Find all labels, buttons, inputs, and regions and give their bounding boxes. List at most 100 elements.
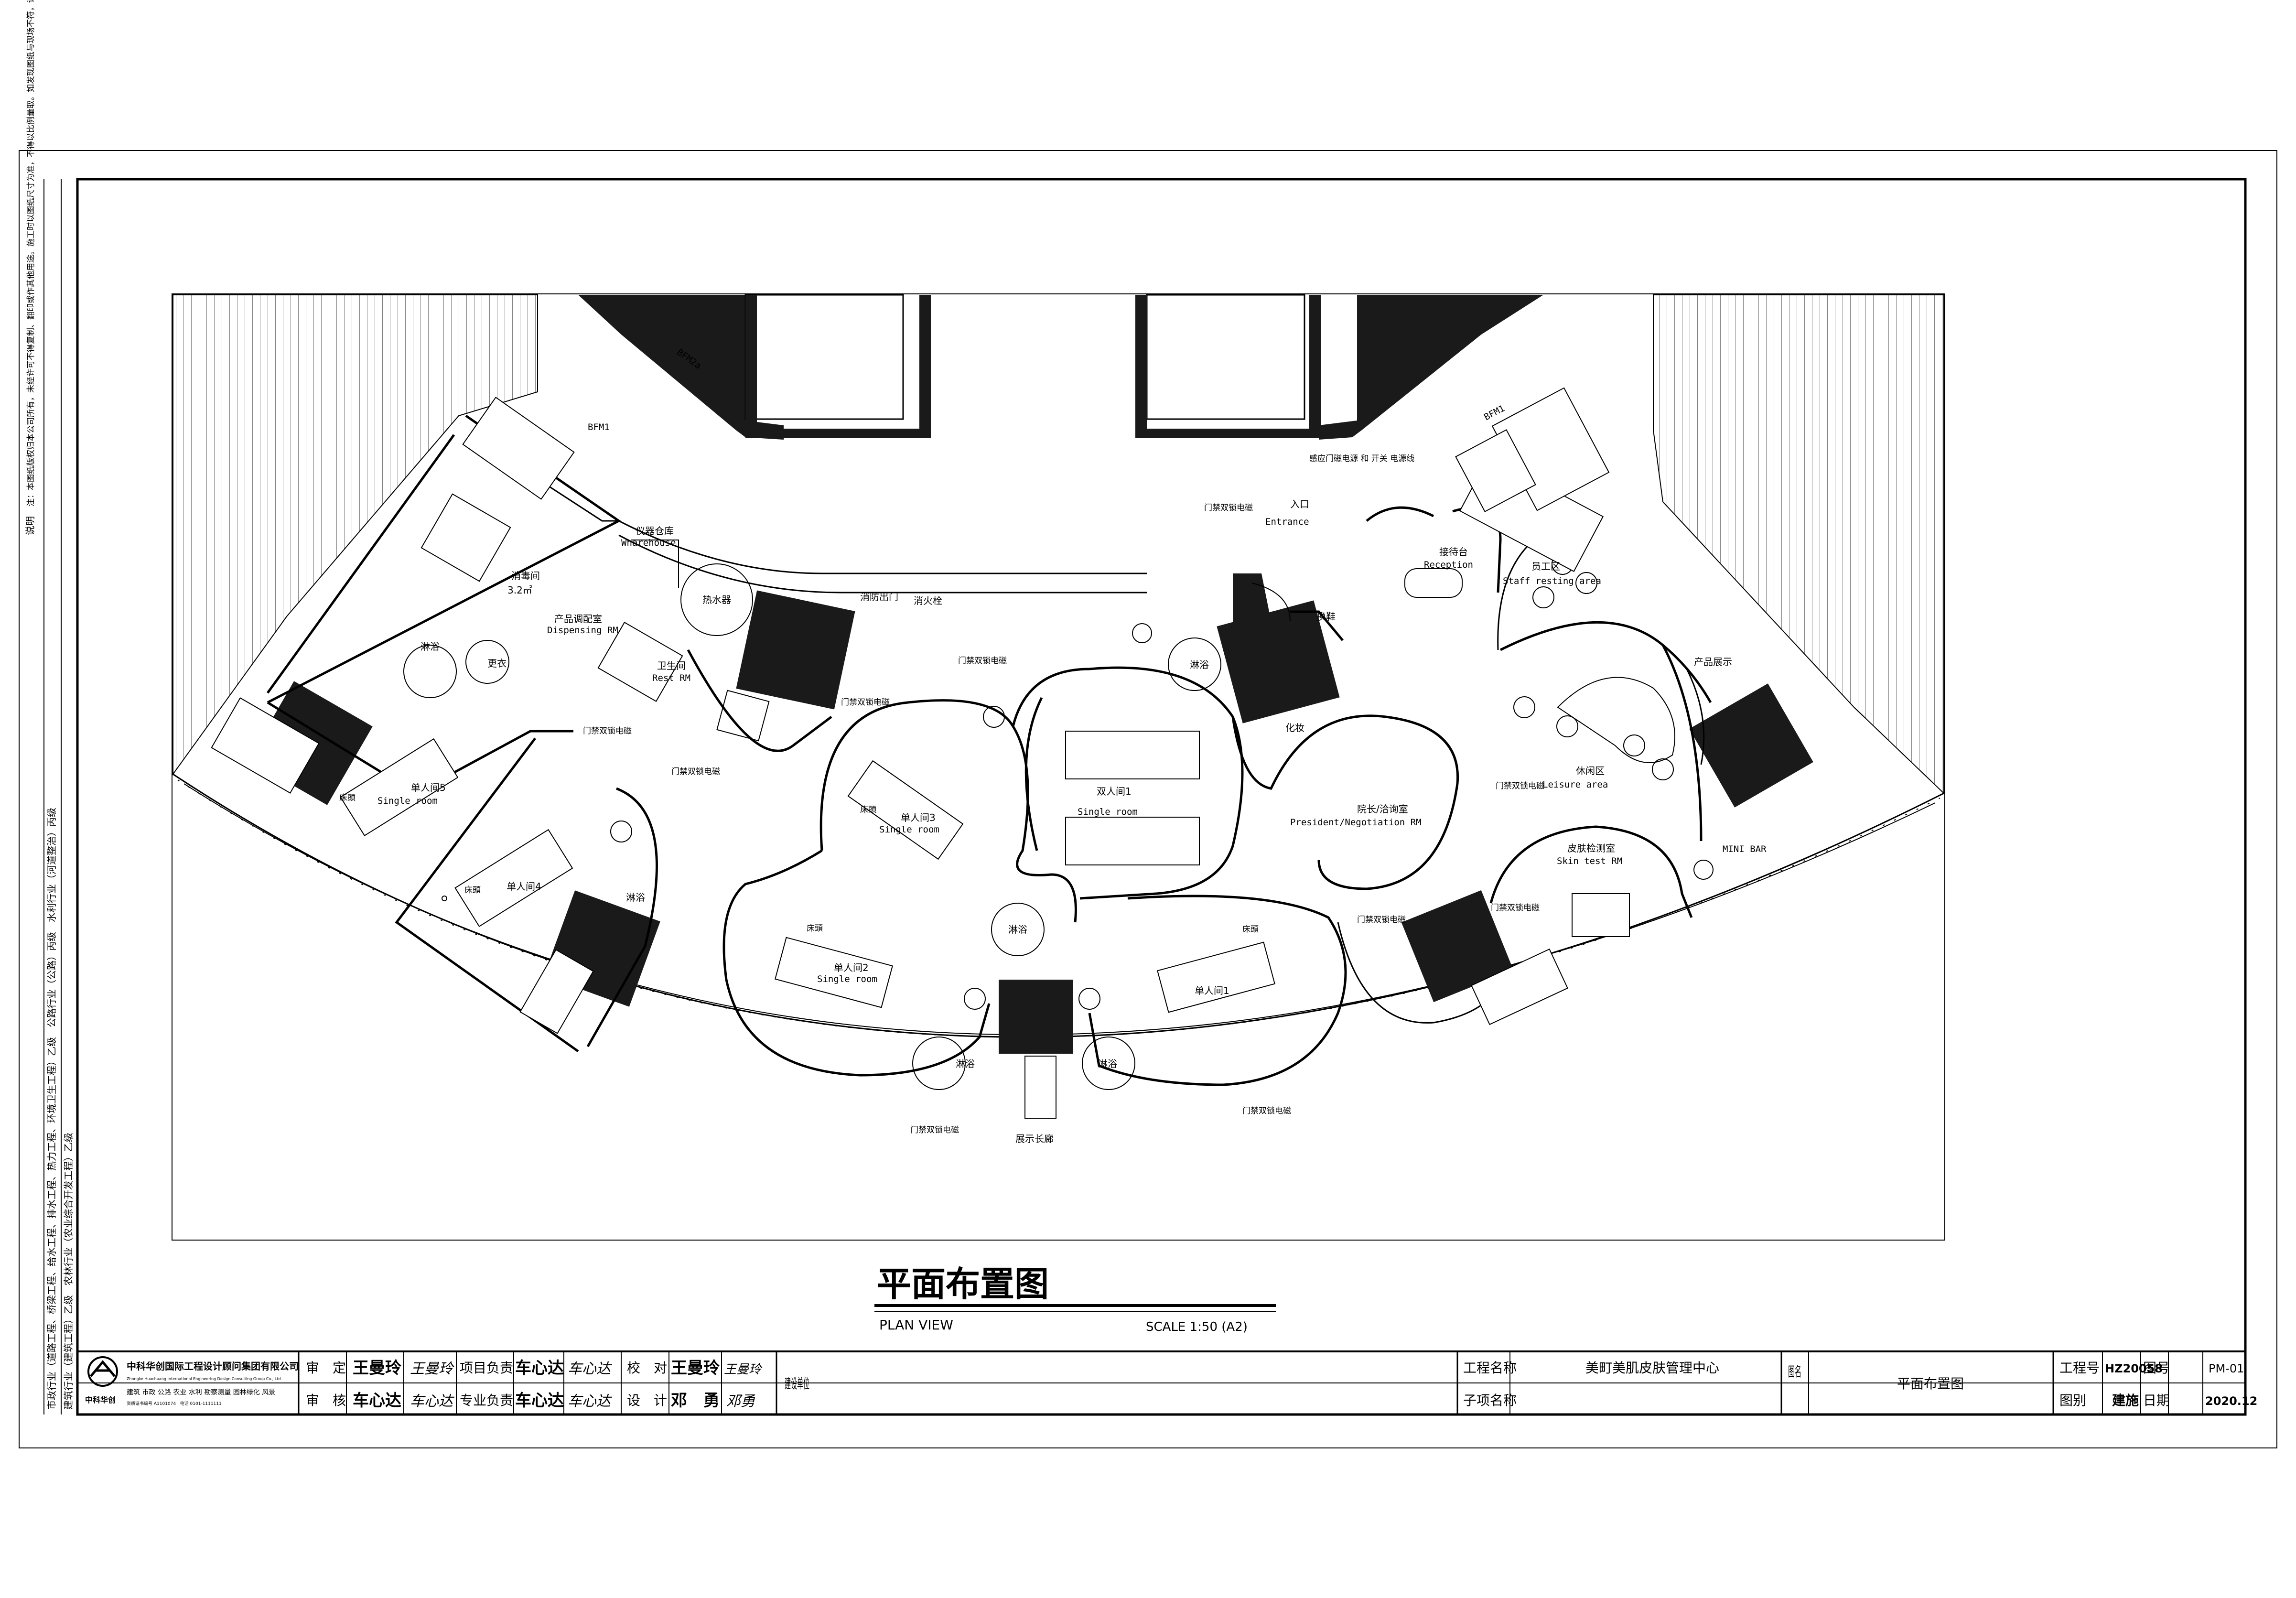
label-shower-e: 淋浴 [956,1058,975,1069]
note-door-4: 门禁双锁电磁 [958,656,1007,666]
company-contact: 资质证书编号 A1101074 · 电话 0101-1111111 [127,1401,222,1406]
label-bed-tag-1: 床頭 [339,793,356,803]
label-product-display: 产品展示 [1694,656,1732,668]
company-logo: 中科华创 [85,1356,118,1404]
label-shower-f: 淋浴 [1098,1058,1117,1069]
label-dressing: 更衣 [487,658,507,669]
core-left-stair [744,294,904,420]
label-bfm1-right: BFM1 [1482,403,1507,423]
label-single3-cn: 单人间3 [901,812,936,823]
hatch-zone-right [1653,294,1944,795]
label-makeup: 化妆 [1285,722,1304,734]
label-skin-cn: 皮肤检测室 [1567,842,1615,854]
role-check: 校 对 [627,1360,667,1376]
side-note-qualification: 市政行业（道路工程、桥梁工程、给水工程、排水工程、热力工程、环境卫生工程）乙级 … [46,808,57,1410]
sheet-inner-frame [76,178,2247,1416]
label-reception-en: Reception [1424,560,1473,570]
label-bed-tag-3: 床頭 [860,805,876,815]
door-notes: 感应门磁电源 和 开关 电源线 门禁双锁电磁 门禁双锁电磁 门禁双锁电磁 门禁双… [583,454,1544,1135]
sheet-outer-frame [19,150,2277,1448]
drawing-name-label: 图名 [1788,1364,1801,1380]
label-fire-hydrant: 消火栓 [914,595,942,606]
entrance-door [1233,573,1291,645]
label-bed-tag-4: 床頭 [807,924,823,933]
sheet-no: PM-01 [2209,1362,2244,1375]
label-double1-cn: 双人间1 [1097,786,1132,797]
note-door-8: 门禁双锁电磁 [1496,781,1544,791]
label-president-cn: 院长/洽询室 [1357,803,1408,815]
label-rest-cn: 卫生间 [657,660,686,671]
note-door-3: 门禁双锁电磁 [841,698,890,707]
label-shower-c: 淋浴 [1008,924,1027,935]
project-label: 工程名称 [1463,1360,1517,1376]
note-entrance: 门禁双锁电磁 [1204,503,1253,513]
sub-label: 子项名称 [1463,1393,1517,1408]
label-corridor: 展示长廊 [1015,1133,1054,1145]
label-leisure-en: Leisure area [1542,779,1608,790]
label-single2-cn: 单人间2 [834,962,869,973]
company-name: 中科华创国际工程设计顾问集团有限公司 [127,1360,299,1372]
label-fire-exit: 消防出门 [860,591,898,603]
title-block: 中科华创 中科华创国际工程设计顾问集团有限公司 Zhongke Huachuan… [77,1350,2257,1414]
label-dispensing-en: Dispensing RM [547,625,618,636]
sig-a: 王曼玲 [410,1360,454,1377]
column-7 [1401,890,1514,1003]
category: 建施 [2112,1393,2139,1408]
core-right-stair [1146,294,1305,420]
label-leisure-cn: 休闲区 [1576,765,1605,777]
label-single1-cn: 单人间1 [1195,985,1229,996]
sheet-no-label: 图号 [2143,1360,2170,1376]
date: 2020.12 [2205,1394,2257,1408]
sig-b: 车心达 [568,1360,613,1377]
label-staff-cn: 员工区 [1531,561,1560,572]
role-check-name: 王曼玲 [671,1359,720,1378]
label-warehouse-cn: 仪器仓库 [636,525,674,537]
label-single5-en: Single room [377,796,438,806]
note-door-9: 门禁双锁电磁 [1491,903,1540,913]
label-single5-cn: 单人间5 [411,782,446,793]
shower-circles [442,623,1714,1090]
label-entrance-cn: 入口 [1290,498,1309,510]
label-bed-tag-5: 床頭 [1242,925,1259,934]
note-door-1: 门禁双锁电磁 [583,726,632,736]
project-name: 美町美肌皮肤管理中心 [1585,1360,1719,1376]
drawing-subtitle: PLAN VIEW [879,1317,953,1333]
label-staff-en: Staff resting area [1503,576,1601,586]
category-label: 图别 [2059,1393,2086,1408]
label-reception-cn: 接待台 [1439,546,1468,558]
note-door-7: 门禁双锁电磁 [1242,1106,1291,1116]
label-double1-en: Single room [1078,807,1138,817]
right-stair [1455,387,1610,512]
core-right [1319,295,1543,440]
role-review: 审 定 [306,1360,346,1376]
role-review-name: 王曼玲 [353,1359,401,1378]
drawing-name: 平面布置图 [1897,1376,1964,1392]
sig-f: 邓勇 [726,1393,755,1410]
plan-boundary [172,293,1945,1241]
side-note-header: 说明 [24,516,36,535]
role-audit-name: 车心达 [353,1391,401,1410]
sig-e: 车心达 [568,1393,613,1410]
client-label: 建设单位 [785,1376,809,1392]
label-shoes: 换鞋 [1316,611,1336,622]
label-single4-cn: 单人间4 [507,881,541,892]
company-scope: 建筑 市政 公路 农业 水利 勘察测量 园林绿化 风景 [127,1388,275,1396]
proj-no-label: 工程号 [2059,1360,2100,1376]
label-minibar: MINI BAR [1723,844,1767,854]
central-curved-rooms [722,610,1506,1086]
left-wing-walls [211,397,1147,1053]
role-prof: 专业负责 [460,1393,513,1408]
label-disinfection-area: 3.2㎡ [507,584,532,596]
label-single3-en: Single room [879,824,939,835]
beds-central [775,731,1275,1119]
role-audit: 审 核 [306,1393,346,1408]
role-design-name: 邓 勇 [671,1391,720,1410]
drawing-scale: SCALE 1:50 (A2) [1146,1320,1248,1334]
beds-left [340,738,573,928]
note-top: 感应门磁电源 和 开关 电源线 [1309,454,1414,464]
column-6 [1689,683,1813,808]
column-4 [999,980,1073,1054]
label-skin-en: Skin test RM [1557,856,1622,866]
label-disinfection-cn: 消毒间 [511,570,540,582]
